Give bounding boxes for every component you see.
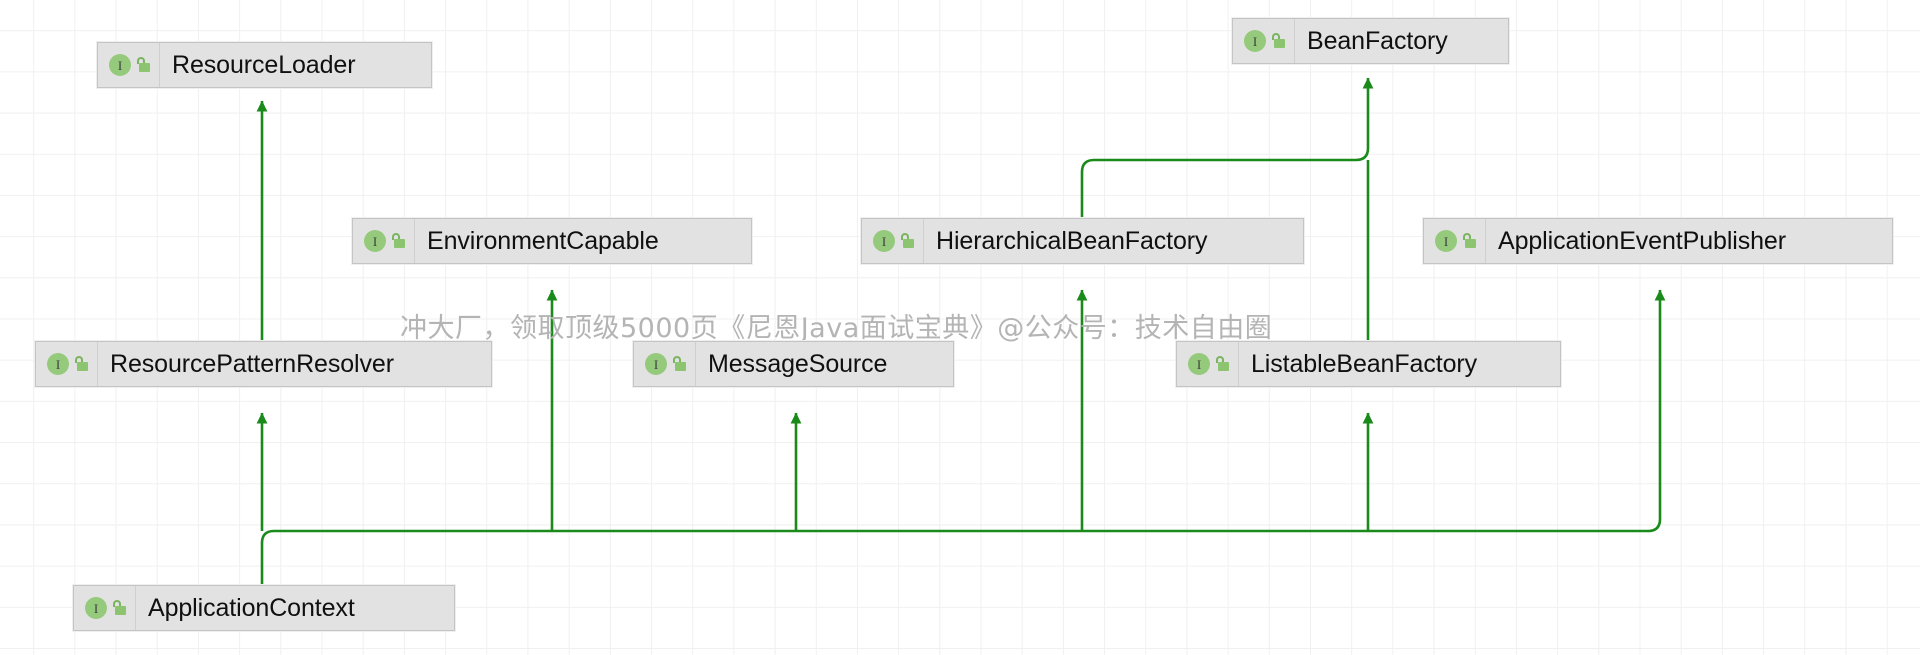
node-icon-group: I	[634, 342, 696, 386]
node-listablebeanfactory[interactable]: I ListableBeanFactory	[1176, 341, 1561, 387]
watermark-text: 冲大厂，领取顶级5000页《尼恩Java面试宝典》@公众号：技术自由圈	[400, 313, 1273, 344]
node-label: EnvironmentCapable	[427, 226, 659, 255]
interface-icon-letter: I	[93, 600, 99, 616]
node-icon-group: I	[74, 586, 136, 630]
unlocked-padlock-icon	[111, 600, 126, 616]
node-icon-group: I	[862, 219, 924, 263]
interface-icon-letter: I	[55, 356, 61, 372]
interface-icon: I	[1435, 230, 1457, 252]
node-icon-group: I	[1177, 342, 1239, 386]
unlocked-padlock-icon	[1214, 356, 1229, 372]
interface-icon-letter: I	[372, 233, 378, 249]
node-label: ResourcePatternResolver	[110, 349, 394, 378]
node-label: ListableBeanFactory	[1251, 349, 1478, 378]
node-beanfactory[interactable]: I BeanFactory	[1232, 18, 1509, 64]
node-icon-group: I	[98, 43, 160, 87]
node-messagesource[interactable]: I MessageSource	[633, 341, 954, 387]
unlocked-padlock-icon	[671, 356, 686, 372]
node-label: MessageSource	[708, 349, 888, 378]
node-environmentcapable[interactable]: I EnvironmentCapable	[352, 218, 752, 264]
interface-icon: I	[873, 230, 895, 252]
unlocked-padlock-icon	[73, 356, 88, 372]
node-resourcepatternresolver[interactable]: I ResourcePatternResolver	[35, 341, 492, 387]
node-label: ResourceLoader	[172, 50, 356, 79]
interface-icon: I	[109, 54, 131, 76]
interface-icon-letter: I	[881, 233, 887, 249]
interface-icon-letter: I	[1252, 33, 1258, 49]
node-label: ApplicationEventPublisher	[1498, 226, 1786, 255]
interface-icon-letter: I	[1443, 233, 1449, 249]
node-hierarchicalbeanfactory[interactable]: I HierarchicalBeanFactory	[861, 218, 1304, 264]
interface-icon: I	[364, 230, 386, 252]
edge-hierarchicalbeanfactory-to-beanfactory	[1080, 77, 1374, 218]
node-applicationeventpublisher[interactable]: I ApplicationEventPublisher	[1423, 218, 1893, 264]
interface-icon-letter: I	[653, 356, 659, 372]
unlocked-padlock-icon	[1461, 233, 1476, 249]
interface-icon: I	[1244, 30, 1266, 52]
node-resourceloader[interactable]: I ResourceLoader	[97, 42, 432, 88]
node-applicationcontext[interactable]: I ApplicationContext	[73, 585, 455, 631]
node-icon-group: I	[1424, 219, 1486, 263]
node-label: ApplicationContext	[148, 593, 355, 622]
node-label: HierarchicalBeanFactory	[936, 226, 1208, 255]
unlocked-padlock-icon	[899, 233, 914, 249]
interface-icon-letter: I	[117, 57, 123, 73]
unlocked-padlock-icon	[135, 57, 150, 73]
node-label: BeanFactory	[1307, 26, 1448, 55]
node-icon-group: I	[353, 219, 415, 263]
unlocked-padlock-icon	[390, 233, 405, 249]
node-icon-group: I	[1233, 19, 1295, 63]
interface-icon: I	[1188, 353, 1210, 375]
interface-icon: I	[645, 353, 667, 375]
interface-icon: I	[47, 353, 69, 375]
node-icon-group: I	[36, 342, 98, 386]
unlocked-padlock-icon	[1270, 33, 1285, 49]
interface-icon: I	[85, 597, 107, 619]
interface-icon-letter: I	[1196, 356, 1202, 372]
